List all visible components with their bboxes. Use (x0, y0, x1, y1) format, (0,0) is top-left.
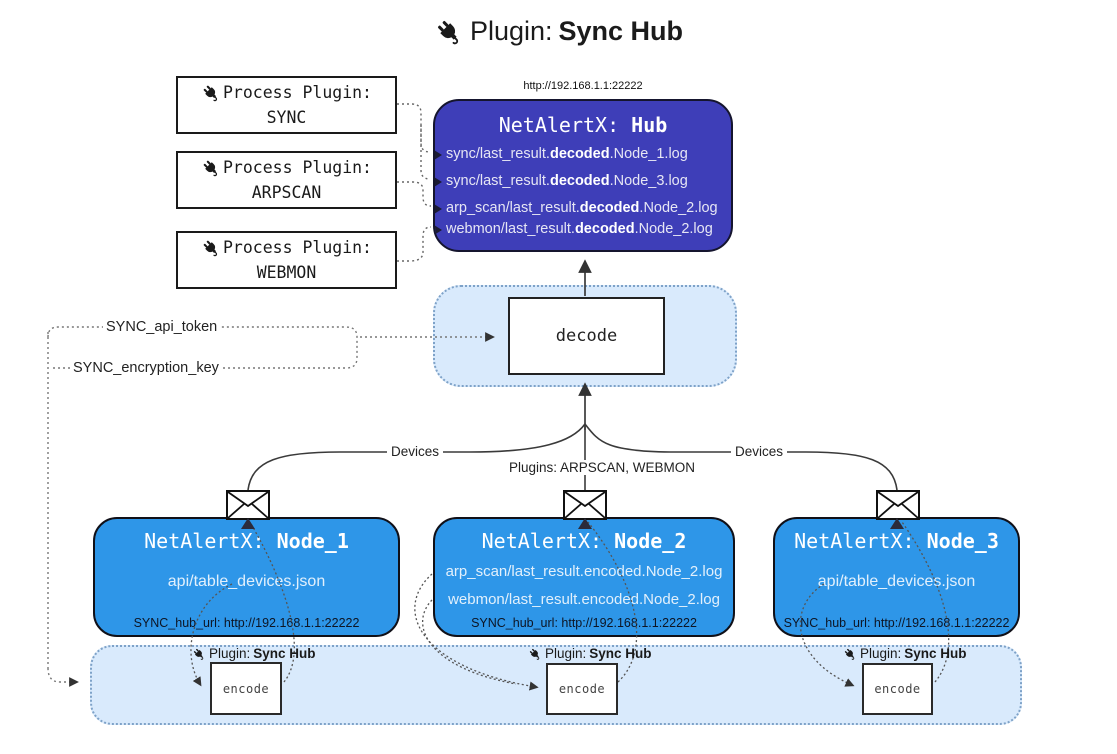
plug-icon (201, 238, 221, 258)
process-plugin-box-arpscan: Process Plugin: ARPSCAN (176, 151, 397, 209)
hub-box: NetAlertX: Hub sync/last_result.decoded.… (433, 99, 733, 252)
node-file-line: webmon/last_result.encoded.Node_2.log (448, 591, 720, 608)
node-title: NetAlertX: Node_2 (481, 529, 687, 553)
plug-icon (843, 647, 857, 661)
process-plugin-label: Process Plugin: (222, 83, 372, 102)
process-plugin-name: ARPSCAN (251, 183, 322, 202)
plug-icon (192, 647, 206, 661)
hub-title: NetAlertX: Hub (435, 112, 731, 138)
process-plugin-label: Process Plugin: (222, 238, 372, 257)
envelope-icon (226, 490, 270, 520)
hub-log-text: sync/last_result.decoded.Node_3.log (446, 173, 688, 189)
node-file-line: api/table_devices.json (167, 573, 326, 590)
node-title: NetAlertX: Node_3 (794, 529, 999, 553)
envelope-icon (563, 490, 607, 520)
hub-log-text: webmon/last_result.decoded.Node_2.log (446, 221, 713, 237)
encode-plugin-label-3: Plugin: Sync Hub (843, 646, 967, 661)
arrow-right-icon (435, 224, 442, 235)
devices-edge-label-right: Devices (731, 444, 788, 459)
arrow-up-icon (578, 518, 592, 529)
hub-log-line: sync/last_result.decoded.Node_1.log (435, 144, 731, 165)
hub-url-label: http://192.168.1.1:22222 (523, 80, 643, 92)
process-plugin-box-webmon: Process Plugin: WEBMON (176, 231, 397, 289)
hub-title-name: Hub (631, 113, 668, 137)
process-plugin-box-sync: Process Plugin: SYNC (176, 76, 397, 134)
node-file-line: api/table_devices.json (817, 573, 976, 590)
decode-box: decode (508, 297, 665, 375)
envelope-icon (876, 490, 920, 520)
encode-plugin-label-1: Plugin: Sync Hub (192, 646, 316, 661)
process-plugin-connectors (397, 103, 432, 262)
page-title-name: Sync Hub (558, 16, 684, 46)
page-title: Plugin: Sync Hub (0, 16, 1117, 47)
plug-icon (528, 647, 542, 661)
process-plugin-label: Process Plugin: (222, 158, 372, 177)
node-to-decode-curves (247, 423, 898, 491)
node-box-2: NetAlertX: Node_2 arp_scan/last_result.e… (433, 517, 735, 637)
arrow-right-icon (435, 203, 442, 214)
sync-api-token-label: SYNC_api_token (103, 319, 221, 335)
page-title-prefix: Plugin: (469, 16, 553, 46)
devices-edge-label-left: Devices (387, 444, 444, 459)
process-plugin-name: WEBMON (256, 263, 317, 282)
hub-log-line: arp_scan/last_result.decoded.Node_2.log (435, 198, 731, 219)
encode-box-1: encode (210, 662, 282, 715)
hub-log-line: sync/last_result.decoded.Node_3.log (435, 171, 731, 192)
encode-box-3: encode (862, 663, 933, 715)
sync-encryption-key-label: SYNC_encryption_key (70, 360, 222, 376)
arrow-right-icon (435, 149, 442, 160)
node-hub-url: SYNC_hub_url: http://192.168.1.1:22222 (471, 616, 697, 630)
arrow-up-icon (241, 518, 255, 529)
node-box-3: NetAlertX: Node_3 api/table_devices.json… (773, 517, 1020, 637)
node-title: NetAlertX: Node_1 (144, 529, 349, 553)
hub-title-prefix: NetAlertX: (498, 113, 620, 137)
process-plugin-name: SYNC (266, 108, 307, 127)
plug-icon (434, 17, 464, 47)
node-file-line: arp_scan/last_result.encoded.Node_2.log (445, 563, 723, 580)
node-box-1: NetAlertX: Node_1 api/table_devices.json… (93, 517, 400, 637)
node-hub-url: SYNC_hub_url: http://192.168.1.1:22222 (783, 616, 1010, 630)
hub-log-text: arp_scan/last_result.decoded.Node_2.log (446, 200, 718, 216)
plugins-edge-label: Plugins: ARPSCAN, WEBMON (505, 460, 700, 475)
encode-plugin-label-2: Plugin: Sync Hub (528, 646, 652, 661)
arrow-up-icon (890, 518, 904, 529)
hub-log-text: sync/last_result.decoded.Node_1.log (446, 146, 688, 162)
arrow-right-icon (435, 176, 442, 187)
hub-log-line: webmon/last_result.decoded.Node_2.log (435, 219, 731, 240)
plug-icon (201, 158, 221, 178)
encode-box-2: encode (546, 663, 618, 715)
plug-icon (201, 83, 221, 103)
node-hub-url: SYNC_hub_url: http://192.168.1.1:22222 (133, 616, 360, 630)
